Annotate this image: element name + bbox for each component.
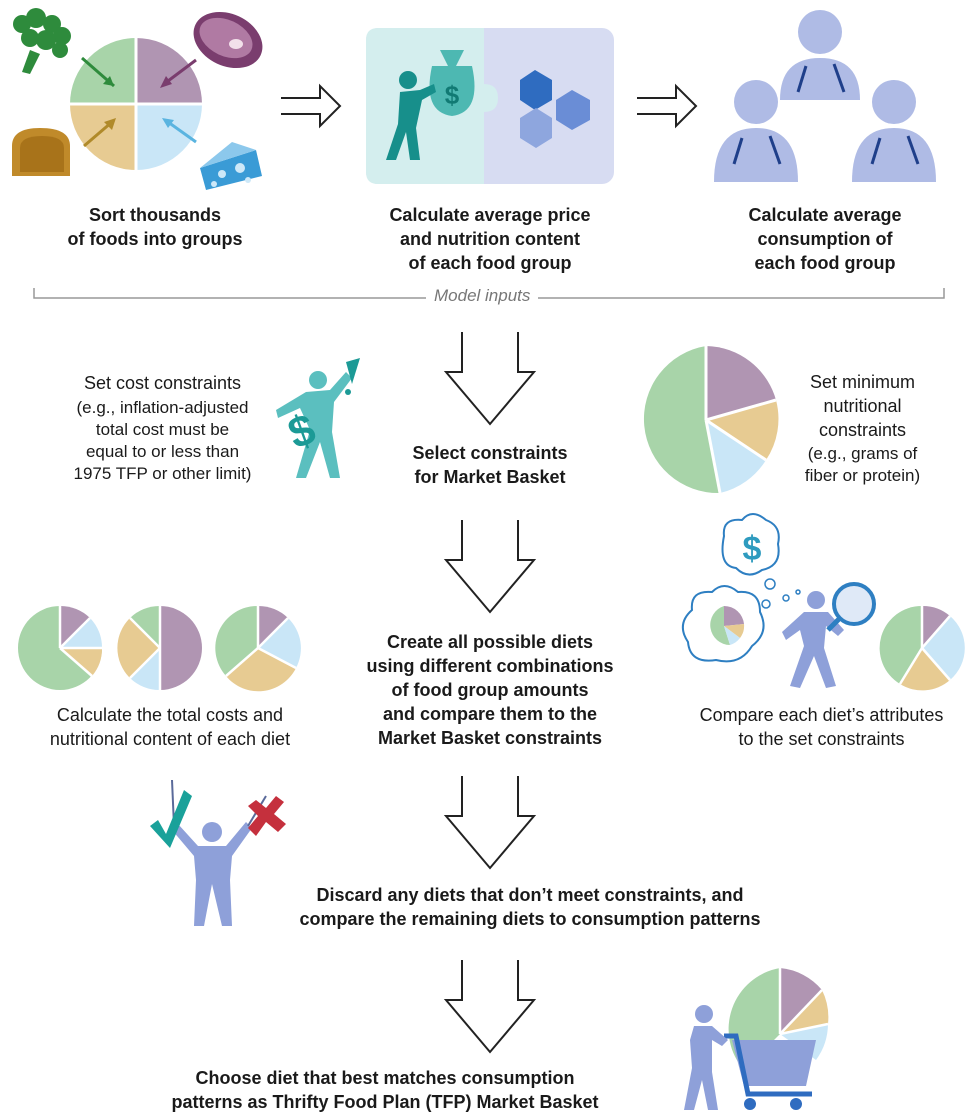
diet-pie-3	[215, 605, 301, 692]
diner-icon	[714, 80, 798, 182]
shopping-cart-icon	[684, 968, 829, 1110]
down-arrow-4	[443, 960, 537, 1054]
compare-attributes-label: Compare each diet’s attributes to the se…	[699, 705, 944, 749]
svg-text:$: $	[445, 80, 460, 110]
down-arrow-2	[443, 520, 537, 614]
bread-icon	[12, 128, 70, 176]
svg-text:$: $	[743, 530, 762, 568]
cheese-icon	[200, 142, 262, 190]
thought-bubble-icon: $	[681, 513, 801, 663]
consumption-label: Calculate average consumption of each fo…	[748, 205, 902, 273]
sort-foods-label: Sort thousands of foods into groups	[67, 205, 243, 249]
price-nutrition-label: Calculate average price and nutrition co…	[389, 205, 591, 273]
diner-icon	[780, 10, 860, 100]
nutrition-constraints-example: (e.g., grams of fiber or protein)	[804, 444, 921, 485]
down-arrow-3	[443, 776, 537, 870]
diner-icon	[852, 80, 936, 182]
model-inputs-label: Model inputs	[426, 286, 539, 306]
cost-constraints-example: (e.g., inflation-adjusted total cost mus…	[73, 398, 252, 483]
checkmark-flag-icon	[150, 779, 192, 848]
diet-pie-1	[18, 605, 103, 690]
x-flag-icon	[247, 795, 286, 836]
create-diets-label: Create all possible diets using differen…	[366, 632, 614, 748]
money-bag-icon: $	[429, 50, 475, 116]
discard-person-icon	[172, 822, 252, 926]
cost-person-icon: $	[276, 358, 360, 478]
nutrition-pie	[643, 346, 779, 494]
cost-constraints-title: Set cost constraints	[83, 373, 242, 393]
hexagon-icon	[520, 70, 590, 148]
pushing-person-icon	[386, 71, 436, 160]
calc-costs-label: Calculate the total costs and nutritiona…	[49, 705, 291, 749]
down-arrow-1	[443, 332, 537, 426]
nutrition-constraints-title: Set minimum nutritional constraints	[809, 372, 916, 440]
select-constraints-label: Select constraints for Market Basket	[412, 443, 568, 487]
food-groups-pie	[70, 38, 202, 170]
broccoli-icon	[13, 8, 71, 74]
compare-pie	[879, 605, 965, 691]
magnifier-person-icon	[782, 582, 876, 688]
right-arrow-1	[281, 83, 342, 129]
discard-diets-label: Discard any diets that don’t meet constr…	[299, 885, 761, 929]
right-arrow-2	[637, 83, 698, 129]
diet-pie-2	[117, 605, 202, 691]
steak-icon	[193, 11, 263, 69]
choose-diet-label: Choose diet that best matches consumptio…	[171, 1068, 599, 1112]
